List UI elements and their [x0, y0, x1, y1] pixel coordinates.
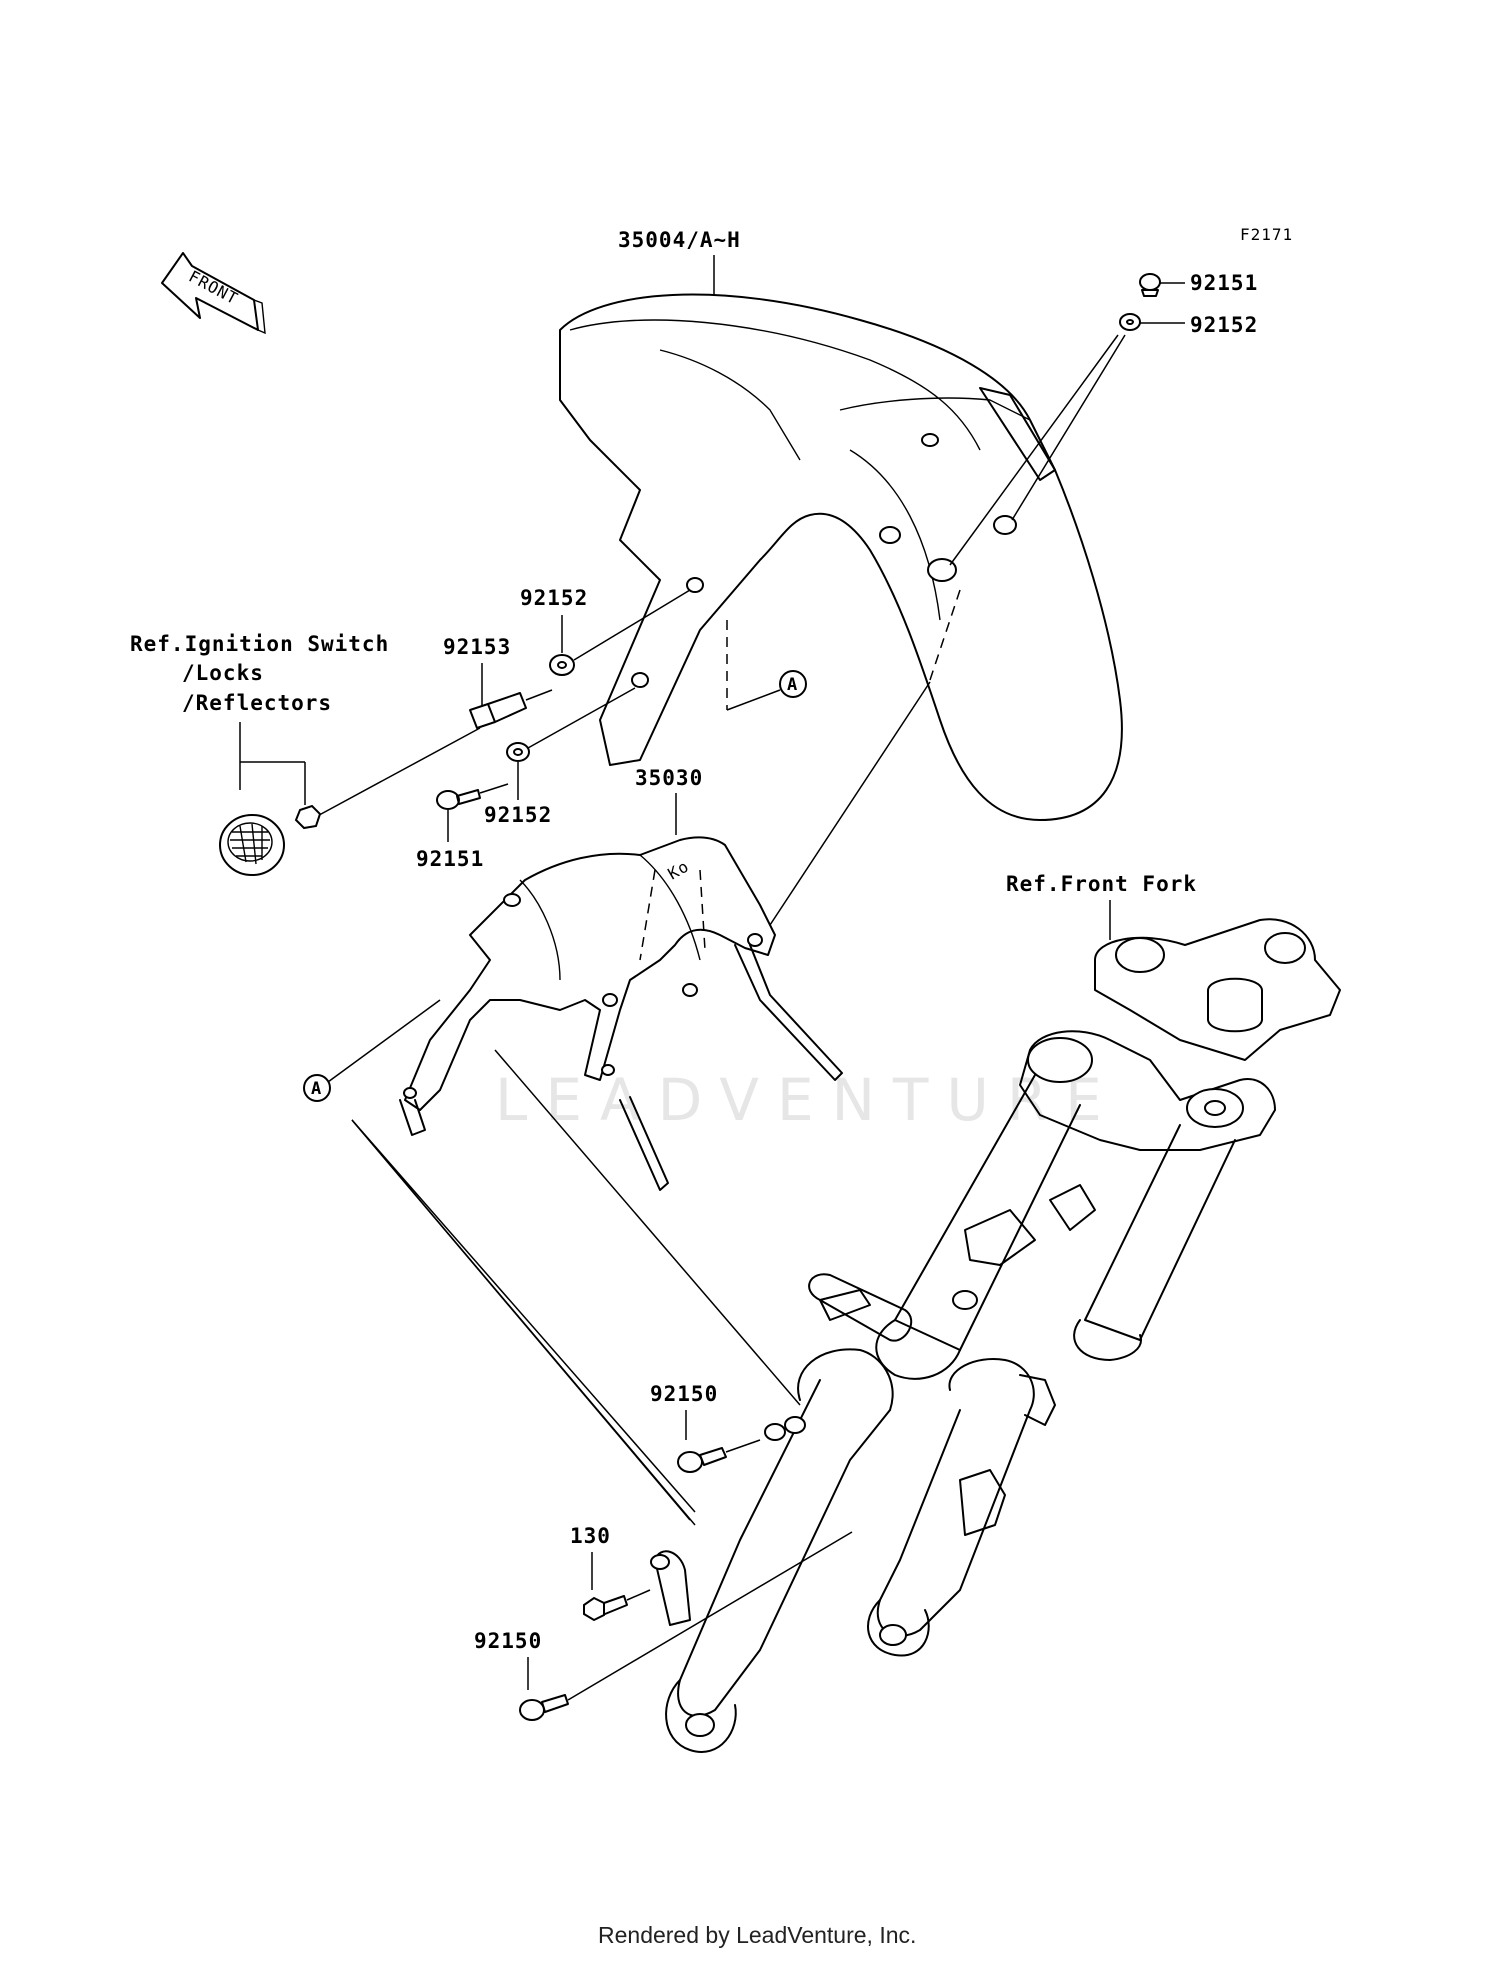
fender-bracket: Ko	[399, 836, 843, 1191]
front-fork	[650, 918, 1341, 1753]
label-ref-front-fork: Ref.Front Fork	[1006, 872, 1197, 896]
stud-92153	[469, 692, 527, 729]
bolt-92151-top	[1139, 273, 1161, 297]
label-bolt-top: 92151	[1190, 271, 1258, 295]
label-ref-ignition-1: Ref.Ignition Switch	[130, 632, 389, 656]
front-arrow-icon: FRONT	[161, 252, 266, 335]
washer-92152-mid	[549, 654, 575, 676]
bracket-stamp: Ko	[665, 856, 693, 883]
front-arrow-label: FRONT	[186, 267, 242, 309]
washer-92152-top	[1119, 313, 1141, 331]
label-front-fender: 35004/A~H	[618, 228, 741, 252]
label-washer-mid: 92152	[520, 586, 588, 610]
label-ref-ignition-2: /Locks	[182, 661, 264, 685]
callout-a-upper: A	[787, 675, 797, 695]
watermark: LEADVENTURE	[495, 1066, 1120, 1134]
reflector-nut	[294, 804, 322, 830]
label-fork-bolt-lower: 92150	[474, 1629, 542, 1653]
callout-a-lower: A	[311, 1079, 321, 1099]
label-bolt-130: 130	[570, 1524, 611, 1548]
washer-92152-lower	[506, 742, 530, 762]
fork-bolt-92150-lower	[519, 1694, 569, 1721]
footer-credit: Rendered by LeadVenture, Inc.	[598, 1922, 916, 1948]
fork-bolt-92150-upper	[677, 1447, 727, 1473]
bolt-130	[583, 1595, 628, 1622]
label-ref-ignition-3: /Reflectors	[182, 691, 332, 715]
label-washer-lower: 92152	[484, 803, 552, 827]
label-fork-bolt-upper: 92150	[650, 1382, 718, 1406]
label-bracket: 35030	[635, 766, 703, 790]
bolt-92151-lower	[436, 789, 481, 810]
label-washer-top: 92152	[1190, 313, 1258, 337]
label-bolt-lower: 92151	[416, 847, 484, 871]
figure-code: F2171	[1240, 225, 1293, 244]
front-fender	[559, 293, 1123, 821]
reflector	[219, 814, 285, 876]
label-stud: 92153	[443, 635, 511, 659]
